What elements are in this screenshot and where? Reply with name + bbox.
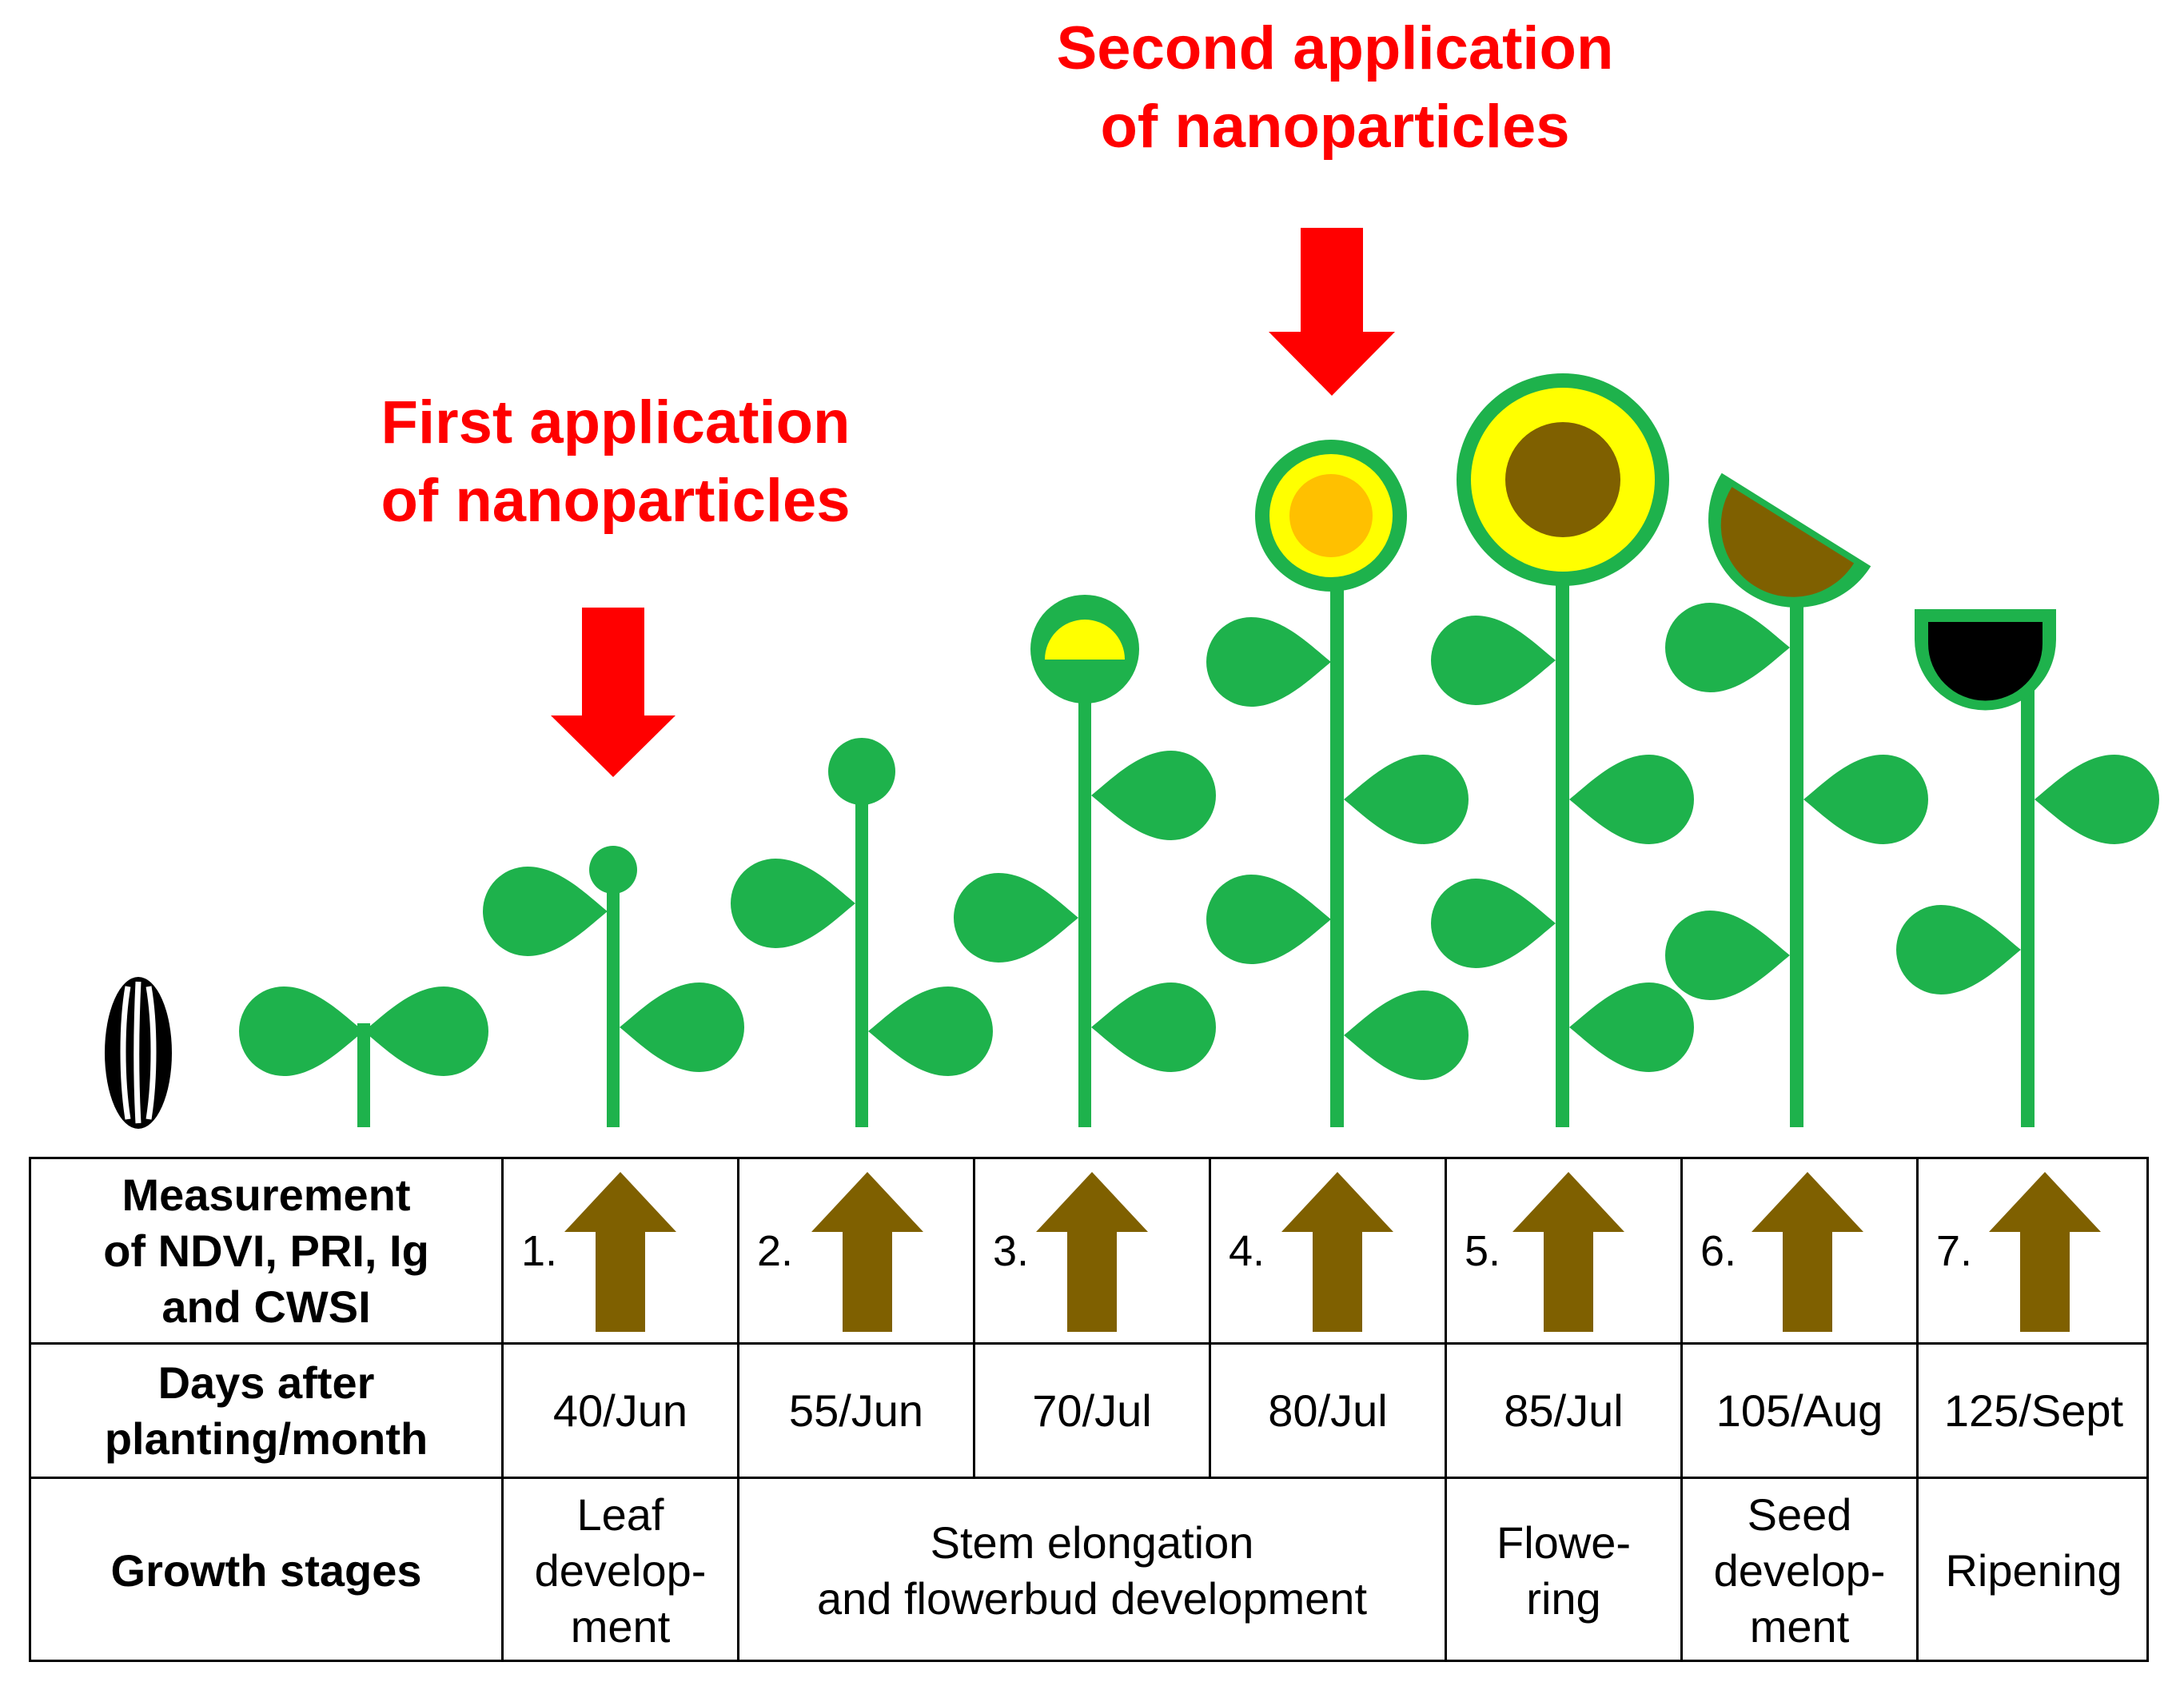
flower-full-bloom bbox=[1457, 373, 1669, 586]
seed-head-ripe bbox=[1915, 609, 2056, 711]
flower-bud bbox=[1030, 595, 1139, 703]
days-cell: 85/Jul bbox=[1447, 1345, 1683, 1479]
days-cell: 105/Aug bbox=[1683, 1345, 1919, 1479]
measurement-cell: 2. bbox=[739, 1159, 975, 1345]
plant-stage-6 bbox=[1665, 472, 1928, 1127]
brown-up-arrow-icon bbox=[1281, 1172, 1393, 1332]
measurement-table: Measurement of NDVI, PRI, Ig and CWSI Da… bbox=[29, 1157, 2149, 1662]
measurement-number: 3. bbox=[993, 1226, 1030, 1275]
growth-stage-flowering: Flowe- ring bbox=[1447, 1479, 1683, 1662]
growth-stage-seed: Seed develop- ment bbox=[1683, 1479, 1919, 1662]
brown-up-arrow-icon bbox=[1989, 1172, 2101, 1332]
days-cell: 70/Jul bbox=[975, 1345, 1211, 1479]
measurement-cell: 6. bbox=[1683, 1159, 1919, 1345]
row-header-days: Days after planting/month bbox=[31, 1345, 504, 1479]
growth-stage-leaf: Leaf develop- ment bbox=[504, 1479, 739, 1662]
measurement-cell: 4. bbox=[1211, 1159, 1447, 1345]
red-down-arrow-icon bbox=[1269, 228, 1395, 396]
plant-stage-4 bbox=[1206, 440, 1469, 1127]
first-application-label: First application of nanoparticles bbox=[381, 389, 851, 535]
brown-up-arrow-icon bbox=[1752, 1172, 1863, 1332]
plant-stage-5 bbox=[1431, 373, 1694, 1127]
row-header-growth: Growth stages bbox=[31, 1479, 504, 1662]
measurement-cell: 7. bbox=[1919, 1159, 2149, 1345]
plant-stage-1 bbox=[483, 846, 744, 1127]
measurement-number: 1. bbox=[521, 1226, 558, 1275]
sunflower-seed-icon bbox=[105, 977, 172, 1129]
days-cell: 40/Jun bbox=[504, 1345, 739, 1479]
second-application-label: Second application of nanoparticles bbox=[1056, 14, 1614, 161]
days-cell: 55/Jun bbox=[739, 1345, 975, 1479]
plant-stage-7 bbox=[1896, 609, 2159, 1127]
days-cell: 125/Sept bbox=[1919, 1345, 2149, 1479]
growth-stage-ripening: Ripening bbox=[1945, 1545, 2122, 1596]
brown-up-arrow-icon bbox=[1512, 1172, 1624, 1332]
measurement-number: 4. bbox=[1229, 1226, 1265, 1275]
measurement-number: 5. bbox=[1465, 1226, 1501, 1275]
measurement-number: 6. bbox=[1700, 1226, 1737, 1275]
seed-head-tilted bbox=[1708, 472, 1871, 608]
days-cell: 80/Jul bbox=[1211, 1345, 1447, 1479]
plant-stage-2 bbox=[731, 738, 993, 1127]
measurement-cell: 5. bbox=[1447, 1159, 1683, 1345]
measurement-number: 2. bbox=[757, 1226, 794, 1275]
row-header-measurement: Measurement of NDVI, PRI, Ig and CWSI bbox=[31, 1159, 504, 1345]
brown-up-arrow-icon bbox=[811, 1172, 923, 1332]
measurement-cell: 1. bbox=[504, 1159, 739, 1345]
plant-seedling bbox=[239, 986, 488, 1127]
measurement-cell: 3. bbox=[975, 1159, 1211, 1345]
red-down-arrow-icon bbox=[551, 608, 676, 777]
flower-opening bbox=[1255, 440, 1407, 592]
brown-up-arrow-icon bbox=[564, 1172, 676, 1332]
growth-stage-stem: Stem elongation and flowerbud developmen… bbox=[739, 1479, 1447, 1662]
brown-up-arrow-icon bbox=[1036, 1172, 1148, 1332]
measurement-number: 7. bbox=[1936, 1226, 1973, 1275]
plant-stage-3 bbox=[954, 595, 1216, 1127]
